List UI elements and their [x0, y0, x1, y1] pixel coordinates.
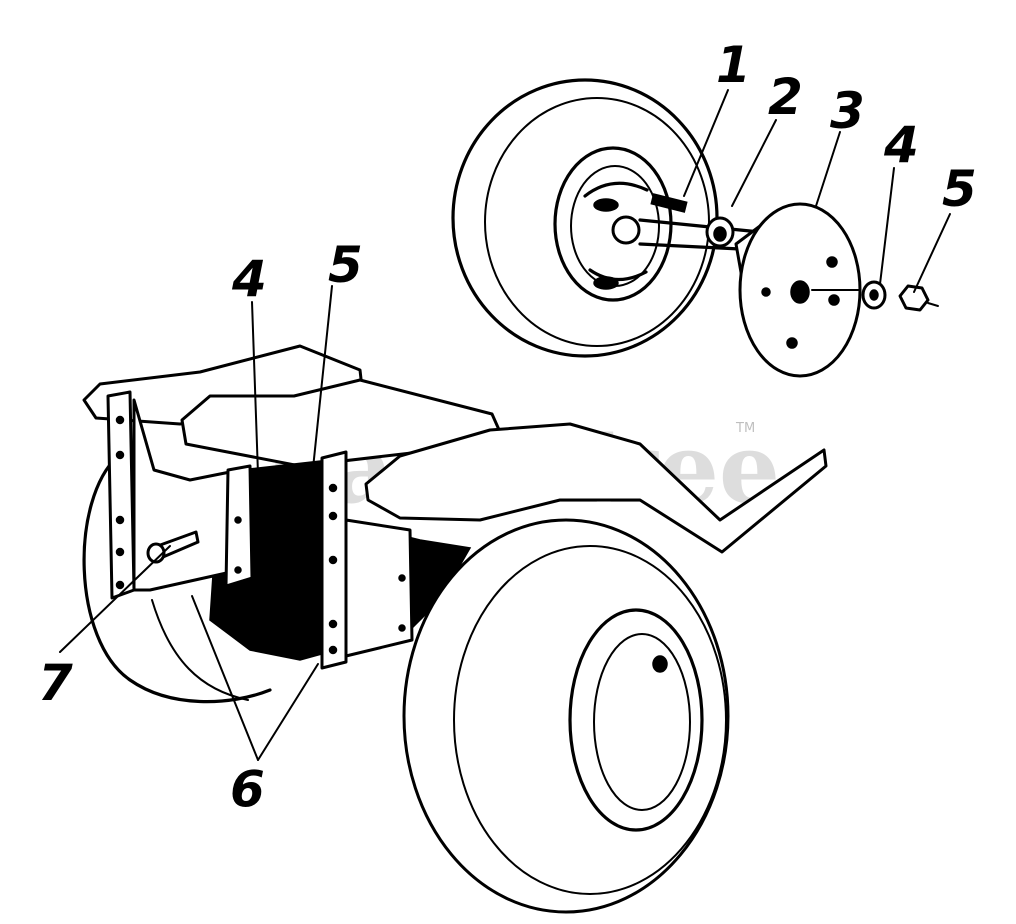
fender-chassis-assembly — [82, 344, 828, 914]
part-1-key — [650, 193, 688, 213]
exploded-wheel-assembly — [451, 78, 939, 378]
leader-5-wheel — [913, 213, 951, 293]
watermark-trademark: TM — [735, 421, 755, 436]
tire-right — [402, 518, 730, 914]
leader-4-wheel — [879, 167, 895, 285]
brake-shoe-top — [583, 181, 649, 198]
callout-5-frame: 5 — [328, 236, 363, 294]
callout-6: 6 — [230, 760, 265, 818]
callout-labels: 1 2 3 4 5 4 5 6 7 — [38, 36, 977, 818]
leader-1 — [683, 89, 729, 197]
callout-3: 3 — [830, 82, 865, 140]
callout-5-wheel: 5 — [942, 160, 977, 218]
leader-7 — [59, 545, 171, 653]
callout-1: 1 — [716, 36, 751, 94]
wheel-rim-right — [568, 608, 704, 832]
callout-2: 2 — [768, 68, 803, 126]
tire-left — [82, 454, 272, 704]
brake-pin — [593, 276, 619, 290]
bracket-plate-right — [344, 518, 414, 658]
callout-4-frame: 4 — [231, 250, 267, 308]
leader-4-frame — [251, 301, 259, 475]
leader-5-frame — [311, 285, 333, 479]
leader-6b — [257, 663, 319, 761]
leader-6a — [191, 595, 259, 761]
brake-shoe-bottom — [588, 268, 648, 282]
leader-3 — [815, 131, 841, 207]
hub-center — [611, 215, 641, 245]
bracket-plate-middle — [224, 464, 254, 588]
fender-top-middle — [180, 378, 502, 468]
leader-2 — [731, 119, 777, 207]
tire-right-tread — [453, 545, 727, 895]
fender-top-right — [364, 422, 828, 554]
lug-hole — [652, 655, 668, 673]
brake-spring — [593, 198, 619, 212]
leader-lines — [59, 89, 951, 761]
part-5-nut — [898, 284, 930, 312]
callout-7: 7 — [38, 654, 73, 712]
callout-4-wheel: 4 — [883, 116, 919, 174]
tire-upper — [451, 78, 719, 358]
